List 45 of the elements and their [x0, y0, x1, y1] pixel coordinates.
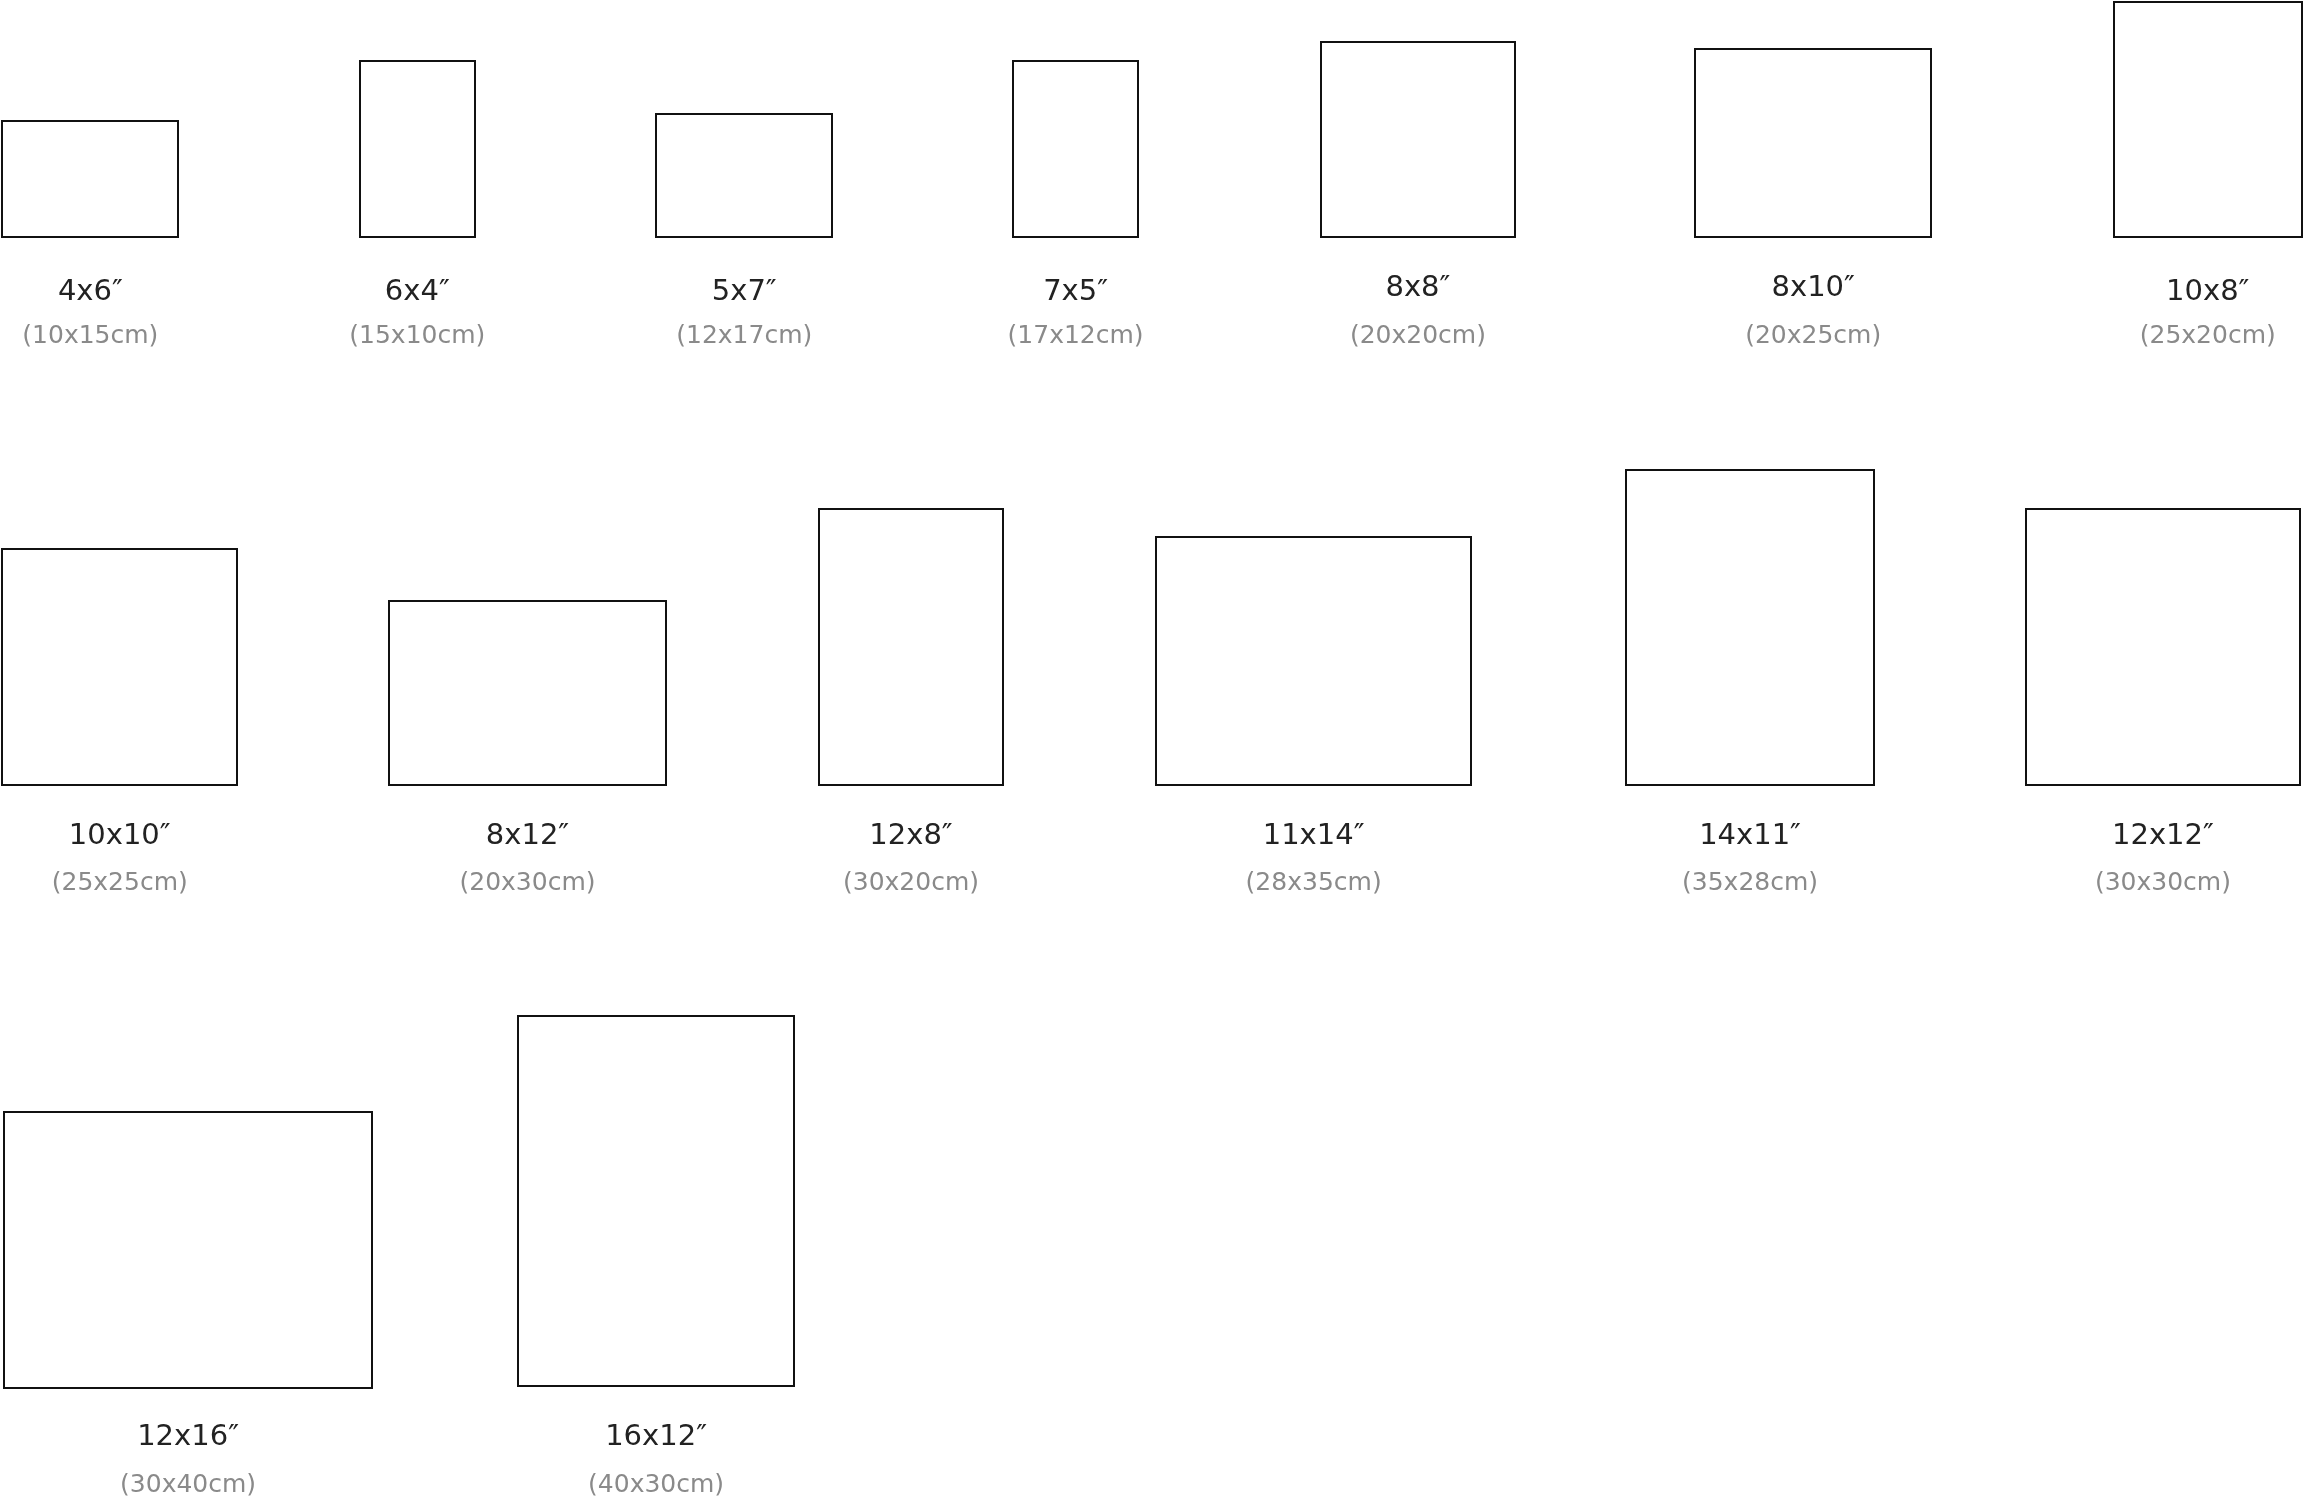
size-rectangle: [2112, 1, 2303, 239]
size-inches-label: 8x12″: [485, 819, 570, 849]
size-inches-label: 12x8″: [869, 819, 953, 849]
size-inches-label: 10x8″: [2166, 275, 2250, 305]
size-rectangle: [387, 599, 668, 787]
size-rectangle: [1, 120, 180, 239]
size-inches-label: 12x16″: [137, 1420, 239, 1450]
size-inches-label: 4x6″: [57, 275, 123, 305]
size-inches-label: 14x11″: [1699, 819, 1801, 849]
size-cm-label: (25x25cm): [51, 868, 188, 894]
size-rectangle: [1154, 536, 1473, 787]
size-inches-label: 12x12″: [2112, 819, 2214, 849]
size-cm-label: (35x28cm): [1682, 868, 1819, 894]
size-inches-label: 7x5″: [1043, 275, 1109, 305]
size-rectangle: [1625, 468, 1875, 787]
size-inches-label: 5x7″: [711, 275, 777, 305]
size-inches-label: 10x10″: [68, 819, 171, 849]
size-cm-label: (30x20cm): [843, 868, 980, 894]
size-cm-label: (25x20cm): [2139, 322, 2276, 347]
size-cm-label: (12x17cm): [676, 322, 813, 347]
size-cm-label: (30x40cm): [120, 1471, 257, 1497]
size-inches-label: 11x14″: [1262, 819, 1365, 849]
size-inches-label: 6x4″: [384, 275, 450, 305]
size-inches-label: 8x10″: [1771, 271, 1855, 301]
size-cm-label: (15x10cm): [349, 322, 486, 347]
size-rectangle: [358, 60, 477, 238]
size-rectangle: [1694, 48, 1933, 239]
size-rectangle: [2, 1110, 374, 1389]
size-cm-label: (20x25cm): [1745, 322, 1882, 347]
size-cm-label: (20x20cm): [1349, 322, 1486, 347]
size-rectangle: [517, 1015, 795, 1388]
size-inches-label: 16x12″: [605, 1420, 707, 1450]
size-inches-label: 8x8″: [1385, 271, 1451, 301]
size-rectangle: [1012, 60, 1139, 238]
size-cm-label: (40x30cm): [588, 1471, 725, 1497]
size-cm-label: (20x30cm): [459, 868, 596, 894]
size-rectangle: [818, 508, 1004, 787]
size-rectangle: [1, 548, 239, 787]
size-rectangle: [1319, 41, 1517, 239]
size-cm-label: (30x30cm): [2094, 868, 2231, 894]
size-rectangle: [2024, 508, 2302, 787]
size-cm-label: (10x15cm): [22, 322, 159, 347]
size-cm-label: (17x12cm): [1007, 322, 1144, 347]
size-rectangle: [655, 113, 834, 239]
size-cm-label: (28x35cm): [1245, 868, 1382, 894]
